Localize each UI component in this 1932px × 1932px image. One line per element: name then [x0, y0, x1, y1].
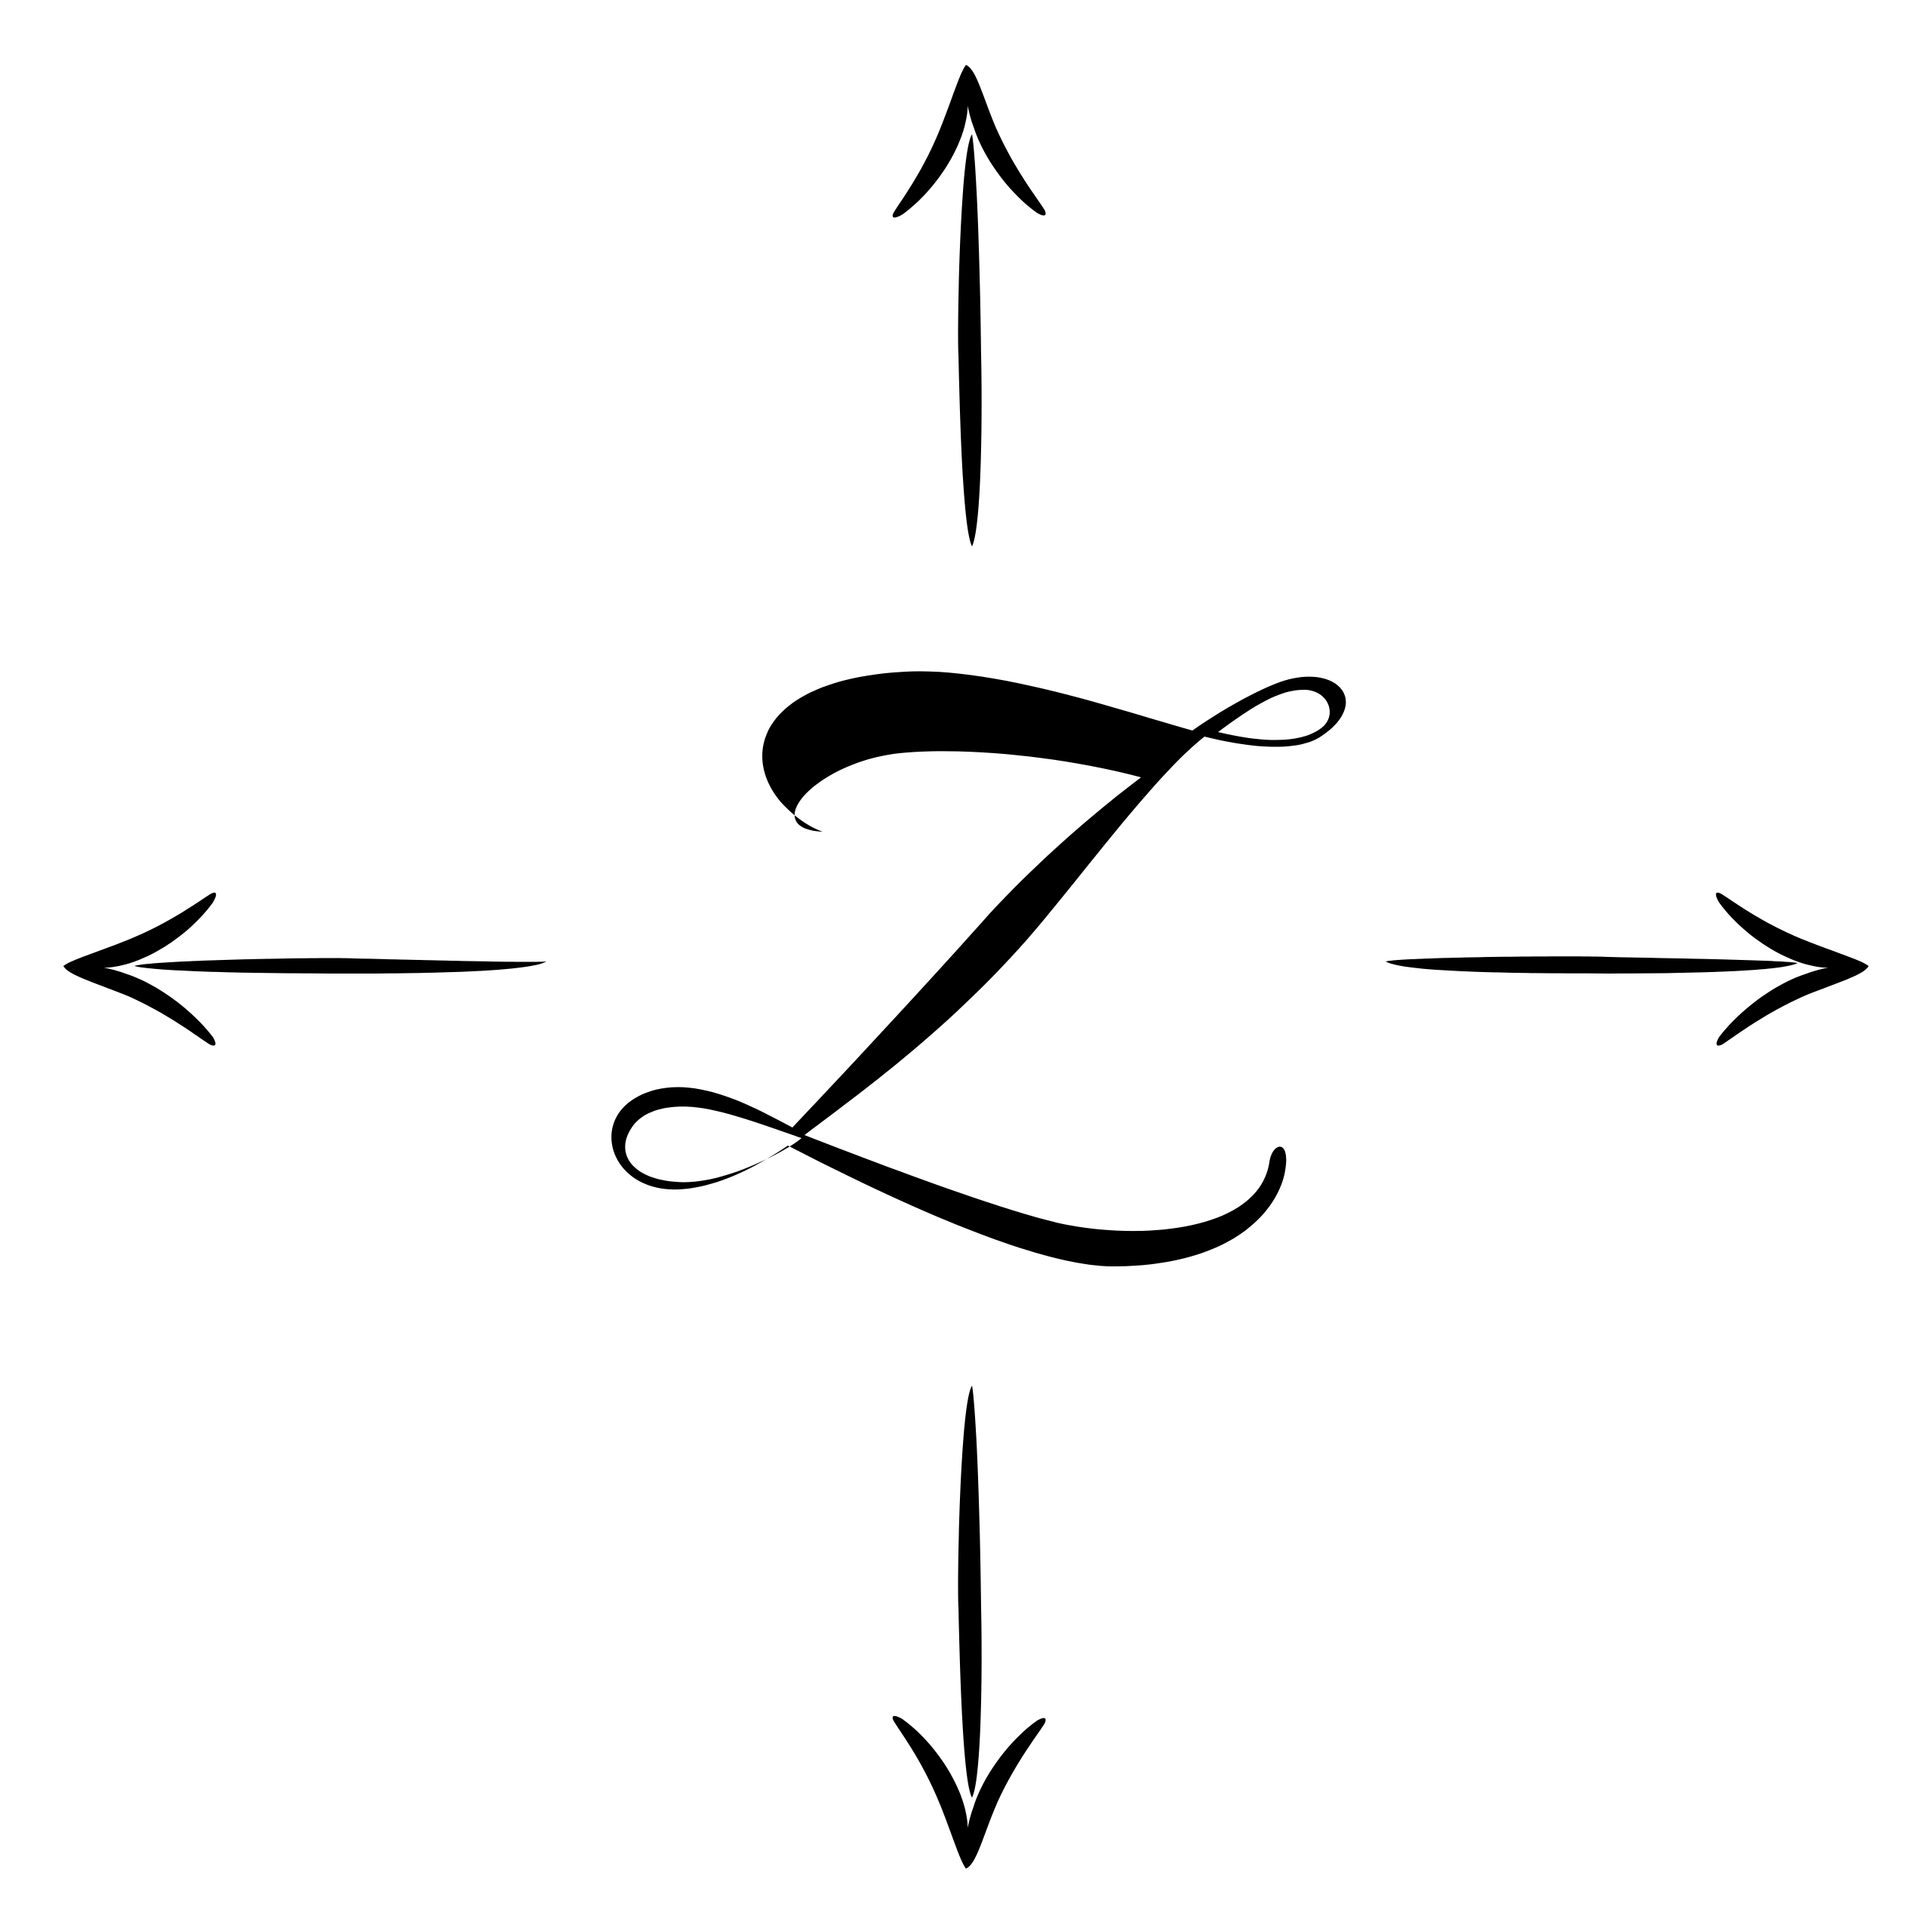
arrow-up-icon [892, 65, 1046, 546]
arrow-right-icon [1386, 892, 1869, 1046]
monogram-l-icon [611, 671, 1346, 1267]
arrow-left-icon [63, 892, 546, 1046]
arrow-down-icon [892, 1386, 1046, 1869]
